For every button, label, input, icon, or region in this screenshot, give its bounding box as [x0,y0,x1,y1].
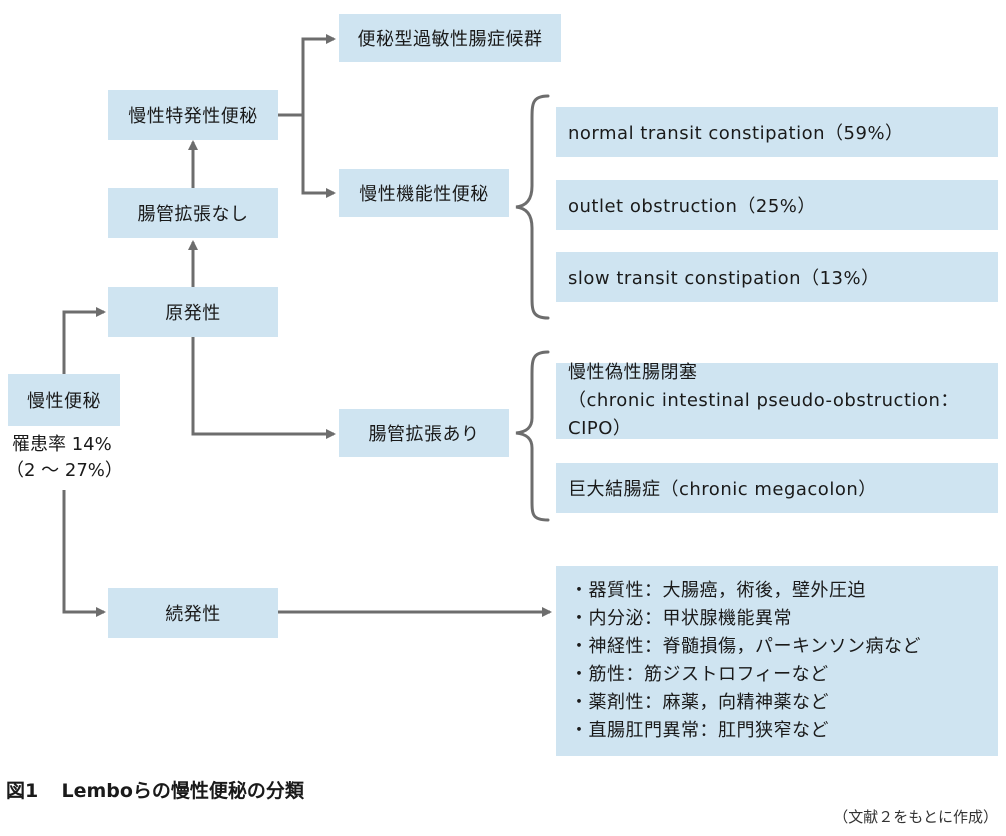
brace-dilation [515,350,550,522]
brace-functional [515,94,550,320]
megacolon-label: 巨大結腸症（chronic megacolon） [568,479,877,500]
secondary-cause-item: ・直腸肛門異常：肛門狭窄など [570,720,829,741]
secondary-cause-item: ・内分泌：甲状腺機能異常 [570,608,792,629]
idiopathic-label: 慢性特発性便秘 [128,106,258,127]
prevalence-text: 罹患率 14% [12,434,112,455]
secondary-cause-item: ・筋性：筋ジストロフィーなど [570,664,829,685]
secondary-cause-item: ・神経性：脊髄損傷，パーキンソン病など [570,636,921,657]
with-dilation-label: 腸管拡張あり [368,424,480,445]
primary-label: 原発性 [165,303,221,324]
secondary-label: 続発性 [165,604,221,625]
normal-transit-label: normal transit constipation（59%） [568,123,904,144]
functional-label: 慢性機能性便秘 [359,184,489,205]
idiopathic-box: 慢性特発性便秘 [108,90,278,140]
secondary-cause-item: ・器質性：大腸癌，術後，壁外圧迫 [570,580,866,601]
chronic-constipation-label: 慢性便秘 [27,391,101,412]
with-dilation-box: 腸管拡張あり [339,409,509,457]
no-dilation-label: 腸管拡張なし [137,204,249,225]
normal-transit-box: normal transit constipation（59%） [556,107,998,157]
figure-title: Lemboらの慢性便秘の分類 [61,780,304,802]
outlet-obstruction-box: outlet obstruction（25%） [556,180,998,230]
cipo-box: 慢性偽性腸閉塞 （chronic intestinal pseudo-obstr… [556,362,998,439]
outlet-obstruction-label: outlet obstruction（25%） [568,196,816,217]
prevalence-range-text: （2 ～ 27%） [6,460,123,481]
arrow-to-ibs [301,34,336,115]
megacolon-box: 巨大結腸症（chronic megacolon） [556,463,998,513]
no-dilation-box: 腸管拡張なし [108,188,278,238]
chronic-constipation-box: 慢性便秘 [8,374,120,426]
arrow-to-with-dilation [191,337,336,439]
primary-box: 原発性 [108,287,278,337]
secondary-causes-box: ・器質性：大腸癌，術後，壁外圧迫 ・内分泌：甲状腺機能異常 ・神経性：脊髄損傷，… [556,566,998,756]
figure-caption: 図1 Lemboらの慢性便秘の分類 [6,776,304,803]
cipo-label-line2: （chronic intestinal pseudo-obstruction：C… [568,390,959,439]
secondary-box: 続発性 [108,588,278,638]
ibs-label: 便秘型過敏性腸症候群 [357,29,543,50]
figure-label: 図1 [6,780,39,802]
arrow-to-primary [62,307,106,374]
arrow-to-secondary [62,490,106,617]
ibs-box: 便秘型過敏性腸症候群 [339,14,561,62]
cipo-label-line1: 慢性偽性腸閉塞 [568,362,698,383]
slow-transit-label: slow transit constipation（13%） [568,268,880,289]
figure-source: （文献２をもとに作成） [833,808,998,826]
slow-transit-box: slow transit constipation（13%） [556,252,998,302]
secondary-cause-item: ・薬剤性：麻薬，向精神薬など [570,692,829,713]
functional-box: 慢性機能性便秘 [339,169,509,217]
arrow-to-functional [301,115,336,198]
